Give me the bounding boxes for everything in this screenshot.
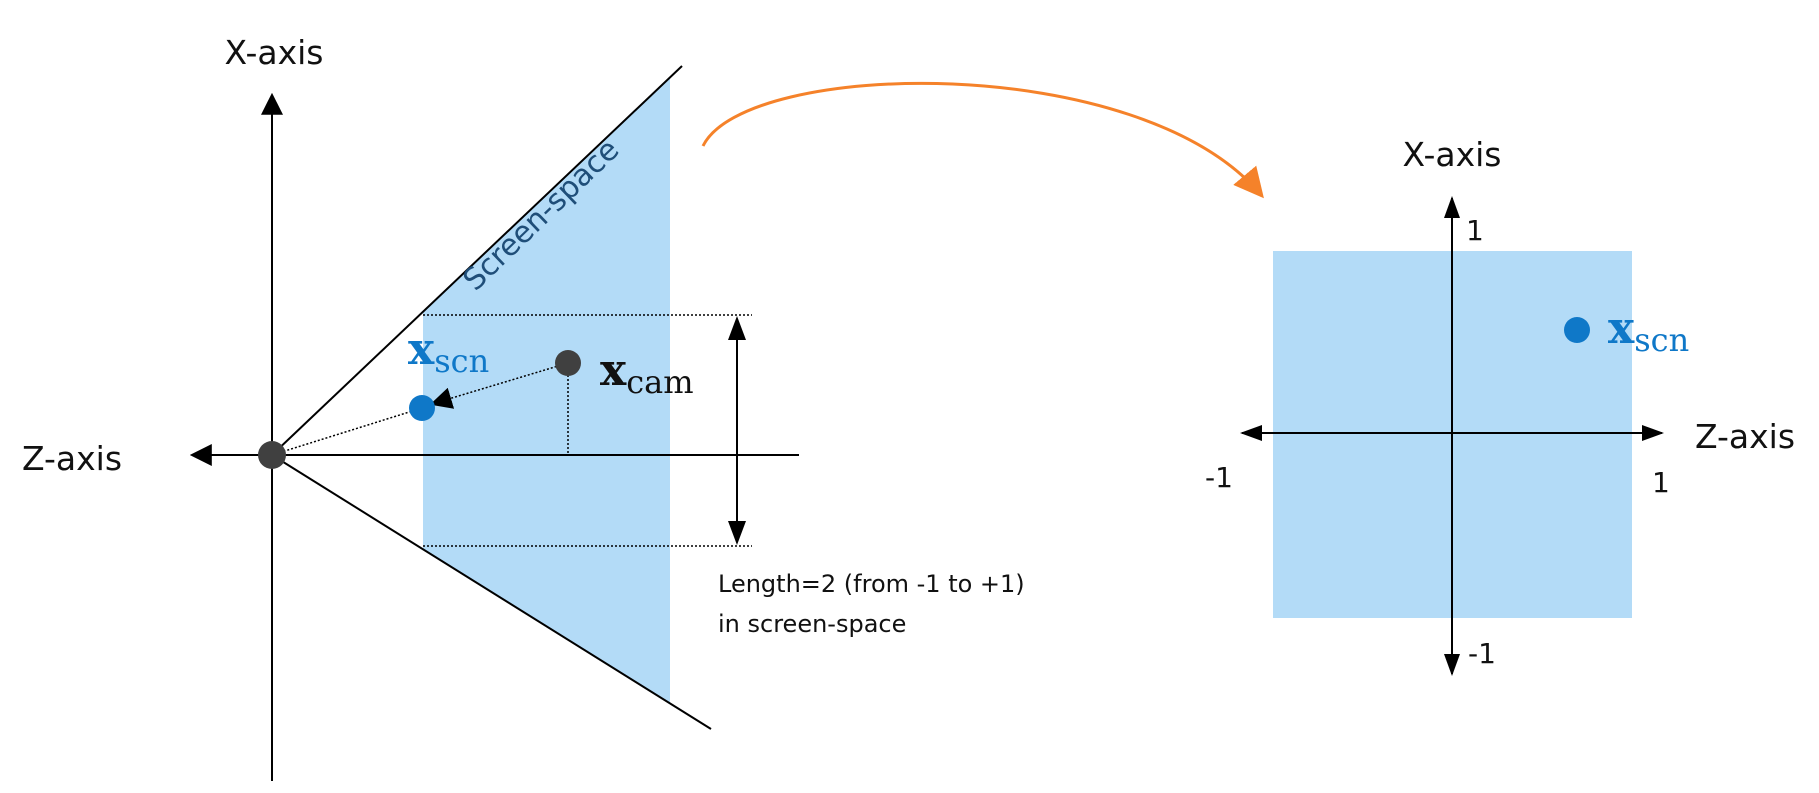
x-scn-symbol: x <box>408 324 435 375</box>
frustum-lower-edge <box>271 454 712 730</box>
tick-z-left: -1 <box>1205 461 1233 494</box>
length-note-line-1: Length=2 (from -1 to +1) <box>718 570 1025 598</box>
screen-space-panel: X-axis Z-axis 1 -1 -1 1 xscn <box>1205 135 1795 676</box>
x-cam-symbol: x <box>600 345 627 396</box>
transform-arrow <box>701 81 1264 199</box>
screen-z-axis-label: Z-axis <box>1695 417 1795 456</box>
screen-x-axis-arrow-up <box>1444 196 1460 218</box>
length-arrowhead-top <box>728 316 746 340</box>
x-scn-subscript: scn <box>434 342 489 380</box>
tick-x-top: 1 <box>1466 214 1484 247</box>
screen-x-scn-subscript: scn <box>1634 321 1689 359</box>
screen-z-axis-arrow-left <box>1240 425 1262 441</box>
x-cam-point <box>555 350 581 376</box>
tick-z-right: 1 <box>1652 466 1670 499</box>
frustum-upper-edge <box>271 65 683 456</box>
screen-x-axis-label: X-axis <box>1403 135 1502 174</box>
camera-origin-point <box>258 441 286 469</box>
length-note-line-2: in screen-space <box>718 610 906 638</box>
x-cam-subscript: cam <box>626 363 693 401</box>
x-scn-label: xscn <box>408 324 489 380</box>
z-axis-label: Z-axis <box>22 439 122 478</box>
x-cam-label: xcam <box>600 345 694 401</box>
screen-x-scn-point <box>1564 317 1590 343</box>
x-axis-label: X-axis <box>225 33 324 72</box>
screen-x-scn-symbol: x <box>1608 303 1635 354</box>
tick-x-bottom: -1 <box>1468 637 1496 670</box>
camera-space-panel: X-axis Z-axis Screen-space xcam xscn Len… <box>22 33 1025 781</box>
x-scn-point <box>409 395 435 421</box>
screen-x-axis-arrow-down <box>1444 654 1460 676</box>
screen-x-scn-label: xscn <box>1608 303 1689 359</box>
screen-z-axis-arrow-right <box>1642 425 1664 441</box>
length-arrowhead-bottom <box>728 521 746 545</box>
projection-ray-dotted <box>271 407 423 456</box>
